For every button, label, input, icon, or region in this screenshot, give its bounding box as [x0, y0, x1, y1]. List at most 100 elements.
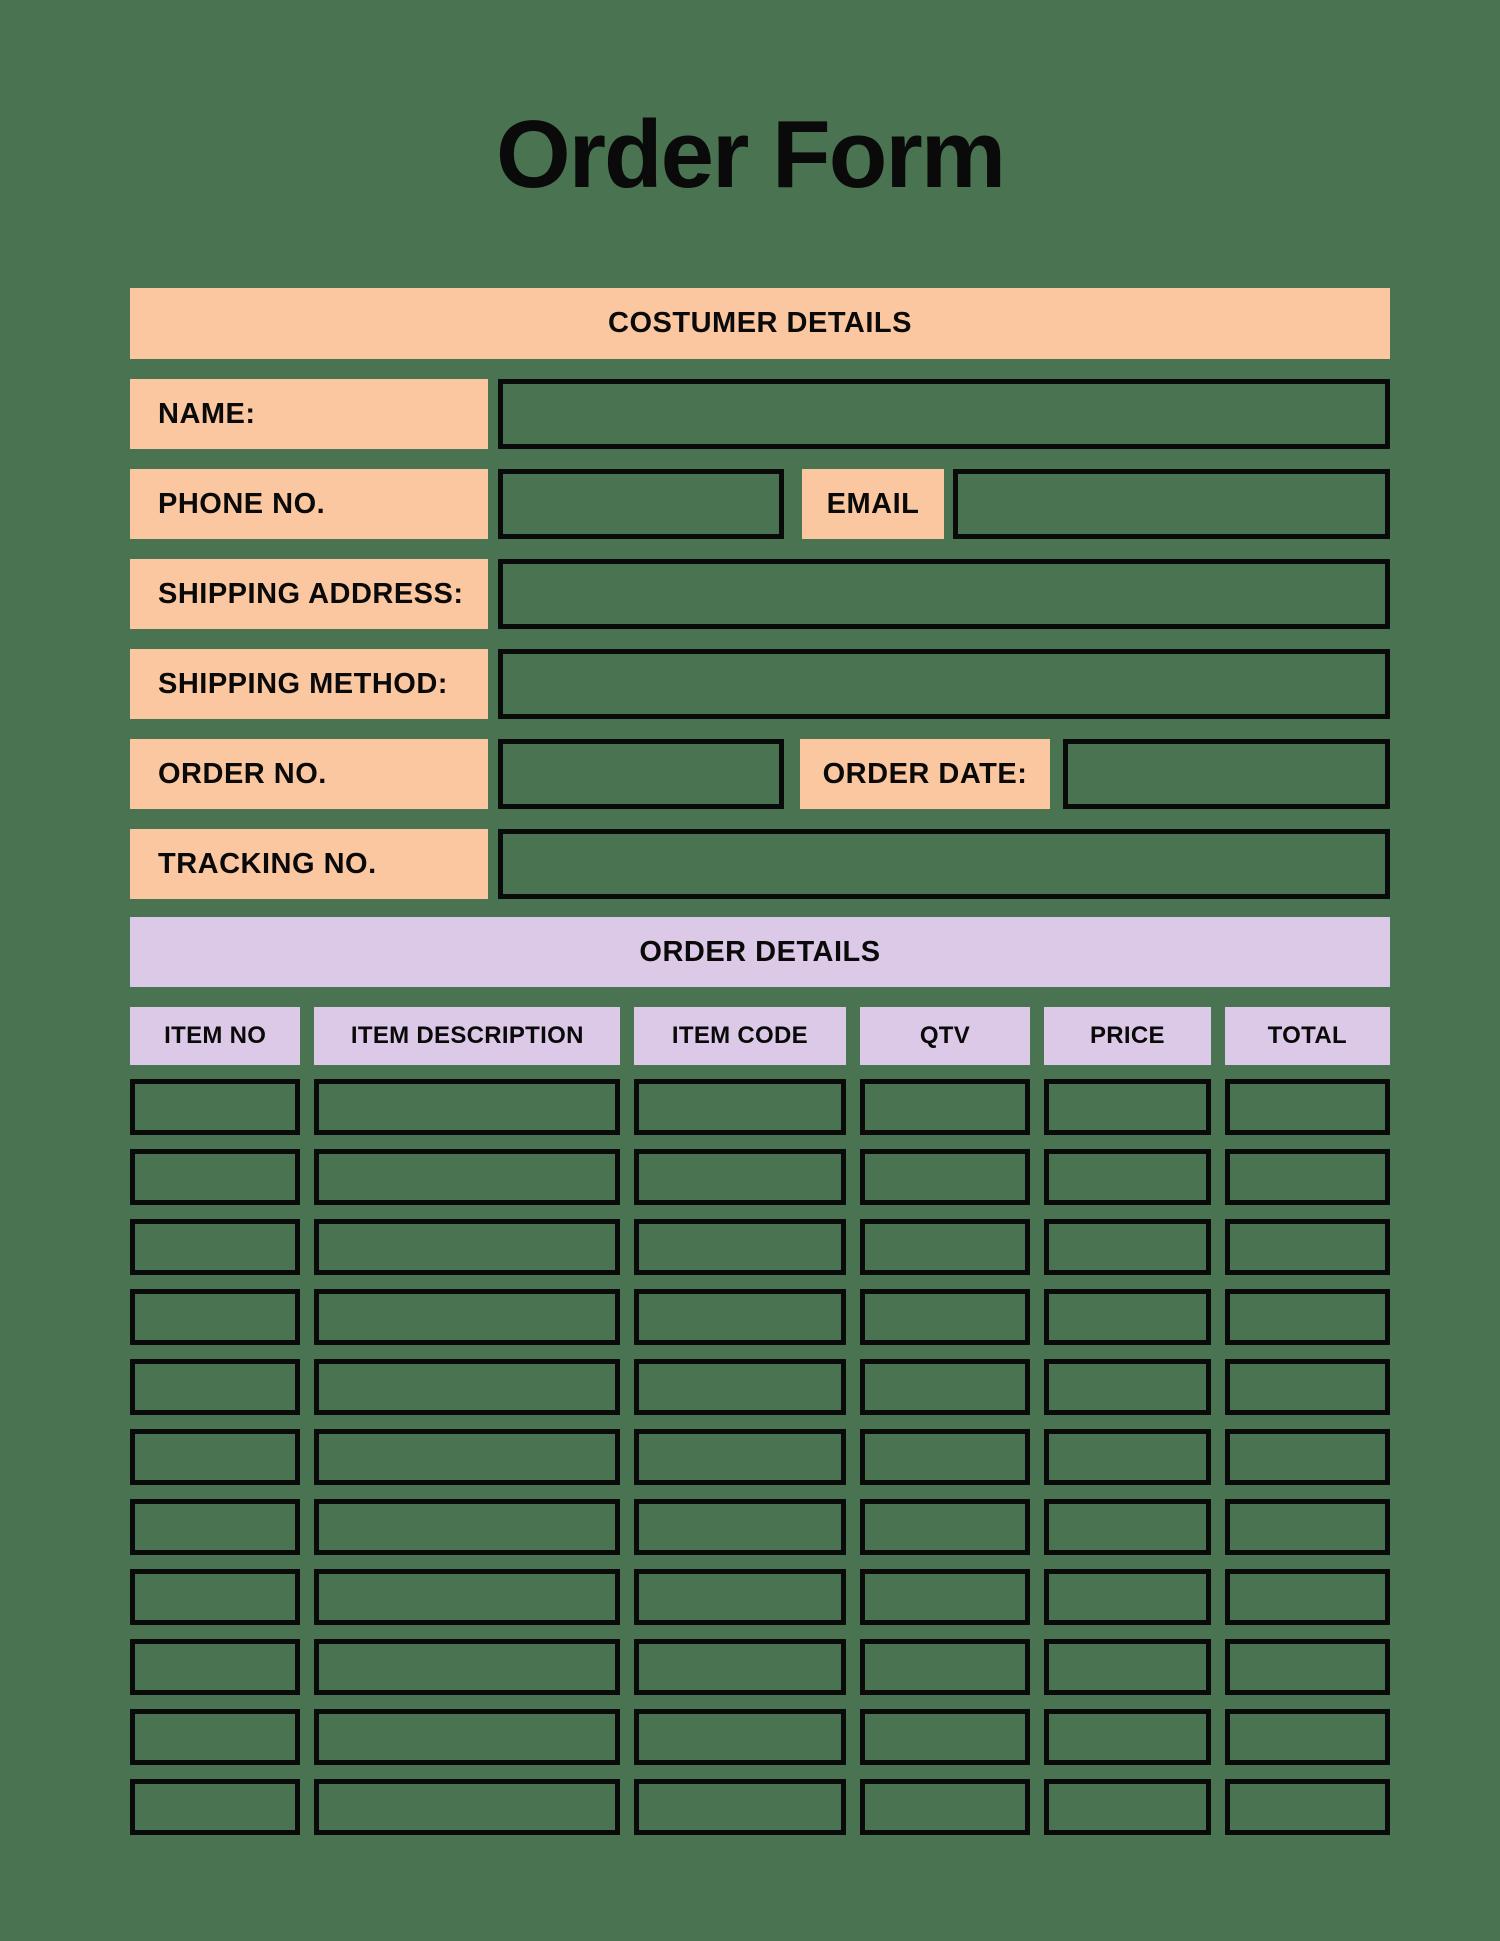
- column-header-item-description: ITEM DESCRIPTION: [314, 1007, 621, 1065]
- column-header-item-no: ITEM NO: [130, 1007, 301, 1065]
- shipping-address-input[interactable]: [498, 559, 1390, 629]
- order-cell-item-code[interactable]: [634, 1219, 846, 1275]
- order-cell-total[interactable]: [1224, 1079, 1390, 1135]
- shipping-method-row: SHIPPING METHOD:: [130, 649, 1390, 719]
- order-cell-qtv[interactable]: [859, 1429, 1031, 1485]
- order-cell-item-description[interactable]: [314, 1079, 621, 1135]
- shipping-method-input[interactable]: [498, 649, 1390, 719]
- order-details-header: ORDER DETAILS: [130, 917, 1390, 987]
- order-cell-item-code[interactable]: [634, 1359, 846, 1415]
- order-cell-item-no[interactable]: [130, 1639, 301, 1695]
- tracking-no-label: TRACKING NO.: [130, 829, 488, 899]
- order-cell-item-code[interactable]: [634, 1289, 846, 1345]
- page-title: Order Form: [495, 101, 1006, 208]
- order-cell-total[interactable]: [1224, 1639, 1390, 1695]
- customer-details-header-label: COSTUMER DETAILS: [608, 307, 912, 339]
- order-cell-total[interactable]: [1224, 1499, 1390, 1555]
- order-cell-qtv[interactable]: [859, 1219, 1031, 1275]
- order-cell-total[interactable]: [1224, 1429, 1390, 1485]
- order-cell-total[interactable]: [1224, 1359, 1390, 1415]
- order-cell-price[interactable]: [1044, 1079, 1211, 1135]
- tracking-no-row: TRACKING NO.: [130, 829, 1390, 899]
- order-cell-item-description[interactable]: [314, 1289, 621, 1345]
- order-cell-total[interactable]: [1224, 1289, 1390, 1345]
- order-cell-item-no[interactable]: [130, 1289, 301, 1345]
- order-no-date-row: ORDER NO. ORDER DATE:: [130, 739, 1390, 809]
- order-cell-price[interactable]: [1044, 1219, 1211, 1275]
- order-cell-qtv[interactable]: [859, 1079, 1031, 1135]
- order-no-input[interactable]: [498, 739, 784, 809]
- order-cell-item-no[interactable]: [130, 1219, 301, 1275]
- email-label: EMAIL: [802, 469, 944, 539]
- order-cell-item-no[interactable]: [130, 1779, 301, 1835]
- order-cell-item-description[interactable]: [314, 1359, 621, 1415]
- name-input[interactable]: [498, 379, 1390, 449]
- column-header-qtv: QTV: [859, 1007, 1031, 1065]
- order-cell-total[interactable]: [1224, 1149, 1390, 1205]
- order-cell-qtv[interactable]: [859, 1709, 1031, 1765]
- order-cell-item-no[interactable]: [130, 1149, 301, 1205]
- table-row: [130, 1639, 1390, 1695]
- order-cell-qtv[interactable]: [859, 1359, 1031, 1415]
- order-cell-qtv[interactable]: [859, 1779, 1031, 1835]
- order-cell-qtv[interactable]: [859, 1569, 1031, 1625]
- order-cell-item-no[interactable]: [130, 1569, 301, 1625]
- order-cell-item-description[interactable]: [314, 1149, 621, 1205]
- name-row: NAME:: [130, 379, 1390, 449]
- order-cell-item-code[interactable]: [634, 1429, 846, 1485]
- order-cell-qtv[interactable]: [859, 1289, 1031, 1345]
- order-date-label: ORDER DATE:: [800, 739, 1050, 809]
- order-cell-item-code[interactable]: [634, 1709, 846, 1765]
- order-cell-item-no[interactable]: [130, 1359, 301, 1415]
- order-cell-price[interactable]: [1044, 1289, 1211, 1345]
- order-cell-total[interactable]: [1224, 1219, 1390, 1275]
- email-input[interactable]: [953, 469, 1390, 539]
- order-cell-item-description[interactable]: [314, 1569, 621, 1625]
- column-header-total: TOTAL: [1224, 1007, 1390, 1065]
- order-cell-price[interactable]: [1044, 1149, 1211, 1205]
- order-cell-item-description[interactable]: [314, 1499, 621, 1555]
- order-cell-item-code[interactable]: [634, 1569, 846, 1625]
- order-cell-qtv[interactable]: [859, 1639, 1031, 1695]
- order-cell-item-description[interactable]: [314, 1429, 621, 1485]
- order-cell-price[interactable]: [1044, 1499, 1211, 1555]
- order-cell-price[interactable]: [1044, 1709, 1211, 1765]
- order-cell-item-description[interactable]: [314, 1709, 621, 1765]
- order-cell-price[interactable]: [1044, 1359, 1211, 1415]
- table-row: [130, 1359, 1390, 1415]
- shipping-method-label: SHIPPING METHOD:: [130, 649, 488, 719]
- order-cell-price[interactable]: [1044, 1639, 1211, 1695]
- order-cell-price[interactable]: [1044, 1779, 1211, 1835]
- order-cell-qtv[interactable]: [859, 1149, 1031, 1205]
- order-cell-total[interactable]: [1224, 1569, 1390, 1625]
- order-cell-item-code[interactable]: [634, 1079, 846, 1135]
- phone-input[interactable]: [498, 469, 784, 539]
- table-row: [130, 1569, 1390, 1625]
- table-row: [130, 1149, 1390, 1205]
- order-cell-item-code[interactable]: [634, 1499, 846, 1555]
- order-cell-item-no[interactable]: [130, 1709, 301, 1765]
- order-details-header-label: ORDER DETAILS: [639, 935, 881, 968]
- table-row: [130, 1709, 1390, 1765]
- shipping-address-label: SHIPPING ADDRESS:: [130, 559, 488, 629]
- order-cell-item-description[interactable]: [314, 1639, 621, 1695]
- order-cell-item-description[interactable]: [314, 1219, 621, 1275]
- order-cell-item-no[interactable]: [130, 1429, 301, 1485]
- phone-label: PHONE NO.: [130, 469, 488, 539]
- order-cell-item-no[interactable]: [130, 1079, 301, 1135]
- order-cell-item-code[interactable]: [634, 1149, 846, 1205]
- order-cell-price[interactable]: [1044, 1569, 1211, 1625]
- order-cell-qtv[interactable]: [859, 1499, 1031, 1555]
- order-cell-item-description[interactable]: [314, 1779, 621, 1835]
- order-cell-item-no[interactable]: [130, 1499, 301, 1555]
- tracking-no-input[interactable]: [498, 829, 1390, 899]
- order-cell-item-code[interactable]: [634, 1639, 846, 1695]
- order-cell-total[interactable]: [1224, 1709, 1390, 1765]
- order-cell-price[interactable]: [1044, 1429, 1211, 1485]
- column-header-item-code: ITEM CODE: [634, 1007, 846, 1065]
- table-row: [130, 1779, 1390, 1835]
- order-cell-item-code[interactable]: [634, 1779, 846, 1835]
- order-date-input[interactable]: [1063, 739, 1390, 809]
- order-cell-total[interactable]: [1224, 1779, 1390, 1835]
